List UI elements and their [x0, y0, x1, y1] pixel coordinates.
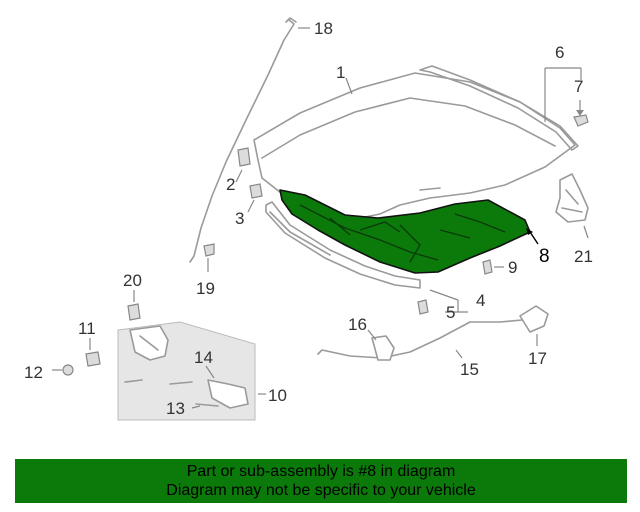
hood-hinge-21: [555, 173, 589, 239]
callout-19: 19: [196, 279, 215, 298]
banner-line-1: Part or sub-assembly is #8 in diagram: [186, 463, 456, 480]
callout-10: 10: [268, 386, 287, 405]
callout-18: 18: [314, 19, 333, 38]
callout-4: 4: [476, 291, 485, 310]
hood-seal-strip: [419, 65, 582, 151]
nut-12: [52, 364, 74, 376]
hood-release-cable: [317, 305, 549, 361]
callout-6: 6: [555, 43, 564, 62]
hood-lock-assembly-10: [117, 321, 266, 421]
cushion-clip-3: [247, 183, 263, 213]
clip-9: [482, 259, 504, 275]
callout-5: 5: [446, 303, 455, 322]
callout-13: 13: [166, 399, 185, 418]
callout-15: 15: [460, 360, 479, 379]
clip-20: [127, 290, 141, 321]
callout-16: 16: [348, 315, 367, 334]
hood-support-rod: [189, 17, 310, 263]
callout-21: 21: [574, 247, 593, 266]
callout-8: 8: [539, 246, 550, 267]
banner-line-2: Diagram may not be specific to your vehi…: [166, 482, 476, 499]
callout-9: 9: [508, 258, 517, 277]
callout-17: 17: [528, 349, 547, 368]
clip-7: [573, 100, 589, 127]
part-info-banner: Part or sub-assembly is #8 in diagram Di…: [15, 459, 627, 503]
callout-14: 14: [194, 348, 213, 367]
bolt-11: [85, 338, 101, 367]
callout-3: 3: [235, 209, 244, 228]
bumper-cushion-2: [235, 147, 251, 183]
callout-20: 20: [123, 271, 142, 290]
callout-2: 2: [226, 175, 235, 194]
hood-insulator-highlighted: [279, 189, 539, 274]
callout-1: 1: [336, 63, 345, 82]
callout-11: 11: [78, 319, 96, 338]
hood-weatherstrip: [265, 201, 468, 315]
parts-diagram: 18 1 6 7 2 3 8 9 21 19 4 5 20 16 11 17 1…: [24, 17, 593, 421]
rod-holder-19: [203, 243, 215, 272]
callout-12: 12: [24, 363, 43, 382]
callout-7: 7: [574, 77, 583, 96]
